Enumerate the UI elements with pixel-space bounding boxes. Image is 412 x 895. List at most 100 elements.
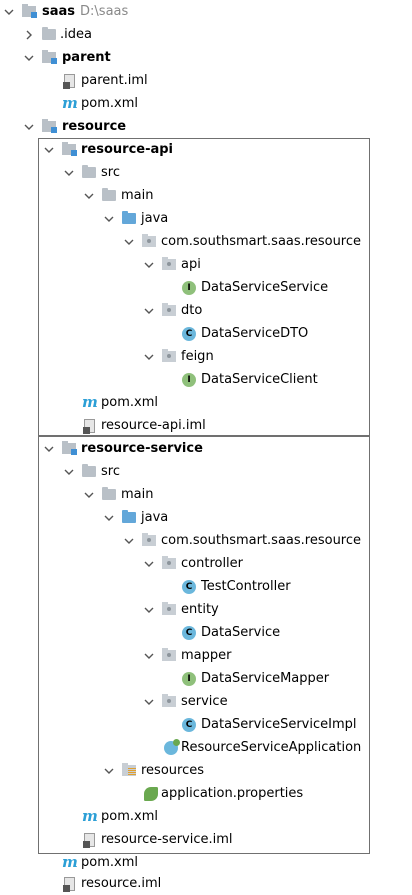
source-folder-icon [122, 510, 136, 523]
package-icon [162, 257, 176, 270]
tree-row-api-src[interactable]: src [0, 161, 412, 184]
tree-row-resource-pom[interactable]: m pom.xml [0, 851, 412, 874]
tree-row-data-service-service[interactable]: I DataServiceService [0, 276, 412, 299]
tree-row-api-java[interactable]: java [0, 207, 412, 230]
resource-pom-label: pom.xml [81, 855, 138, 870]
tree-row-resource-api[interactable]: resource-api [0, 138, 412, 161]
tree-row-service-src[interactable]: src [0, 460, 412, 483]
test-controller-label: TestController [201, 579, 291, 594]
tree-row-api-main[interactable]: main [0, 184, 412, 207]
package-icon [162, 556, 176, 569]
package-icon [162, 349, 176, 362]
source-folder-icon [122, 211, 136, 224]
tree-row-test-controller[interactable]: C TestController [0, 575, 412, 598]
tree-row-service-package[interactable]: com.southsmart.saas.resource [0, 529, 412, 552]
tree-row-service-java[interactable]: java [0, 506, 412, 529]
chevron-right-icon[interactable] [22, 23, 36, 46]
class-icon: C [182, 626, 196, 640]
chevron-down-icon[interactable] [102, 506, 116, 529]
chevron-down-icon[interactable] [62, 161, 76, 184]
iml-file-icon [83, 419, 95, 434]
iml-file-icon [63, 877, 75, 892]
chevron-down-icon[interactable] [62, 460, 76, 483]
tree-row-resource-service[interactable]: resource-service [0, 437, 412, 460]
tree-row-data-service-dto[interactable]: C DataServiceDTO [0, 322, 412, 345]
tree-row-service-main[interactable]: main [0, 483, 412, 506]
chevron-down-icon[interactable] [102, 207, 116, 230]
chevron-down-icon[interactable] [102, 759, 116, 782]
tree-row-api-feign[interactable]: feign [0, 345, 412, 368]
service-package-label: service [181, 694, 228, 709]
chevron-down-icon[interactable] [122, 230, 136, 253]
tree-row-data-service-mapper[interactable]: I DataServiceMapper [0, 667, 412, 690]
package-icon [162, 694, 176, 707]
chevron-down-icon[interactable] [142, 598, 156, 621]
tree-row-application-properties[interactable]: application.properties [0, 782, 412, 805]
tree-row-data-service-client[interactable]: I DataServiceClient [0, 368, 412, 391]
tree-row-api-iml[interactable]: resource-api.iml [0, 414, 412, 437]
data-service-service-label: DataServiceService [201, 280, 329, 295]
tree-row-parent[interactable]: parent [0, 46, 412, 69]
chevron-down-icon[interactable] [142, 644, 156, 667]
spring-properties-icon [144, 787, 158, 801]
resource-api-label: resource-api [81, 142, 174, 157]
tree-row-parent-iml[interactable]: parent.iml [0, 69, 412, 92]
resource-api-box [38, 138, 370, 436]
chevron-down-icon[interactable] [82, 184, 96, 207]
data-service-label: DataService [201, 625, 281, 640]
java-label: java [141, 510, 169, 525]
package-icon [142, 234, 156, 247]
tree-row-idea[interactable]: .idea [0, 23, 412, 46]
tree-row-parent-pom[interactable]: m pom.xml [0, 92, 412, 115]
chevron-down-icon[interactable] [42, 437, 56, 460]
chevron-down-icon[interactable] [142, 345, 156, 368]
chevron-down-icon[interactable] [142, 552, 156, 575]
tree-row-mapper[interactable]: mapper [0, 644, 412, 667]
chevron-down-icon[interactable] [22, 115, 36, 138]
main-label: main [121, 487, 154, 502]
class-icon: C [182, 327, 196, 341]
main-label: main [121, 188, 154, 203]
module-folder-icon [42, 50, 57, 64]
tree-row-resources[interactable]: resources [0, 759, 412, 782]
tree-row-data-service-service-impl[interactable]: C DataServiceServiceImpl [0, 713, 412, 736]
parent-iml-label: parent.iml [81, 73, 148, 88]
project-folder-icon [22, 4, 37, 18]
tree-row-resource[interactable]: resource [0, 115, 412, 138]
chevron-down-icon[interactable] [22, 46, 36, 69]
tree-row-controller[interactable]: controller [0, 552, 412, 575]
service-pom-label: pom.xml [101, 809, 158, 824]
package-icon [162, 648, 176, 661]
spring-boot-application-icon [164, 739, 180, 755]
tree-row-service[interactable]: service [0, 690, 412, 713]
service-iml-label: resource-service.iml [101, 832, 233, 847]
chevron-down-icon[interactable] [142, 253, 156, 276]
tree-row-api-package[interactable]: com.southsmart.saas.resource [0, 230, 412, 253]
folder-icon [102, 188, 116, 201]
maven-icon: m [82, 807, 98, 825]
data-service-dto-label: DataServiceDTO [201, 326, 309, 341]
chevron-down-icon[interactable] [142, 299, 156, 322]
tree-row-entity[interactable]: entity [0, 598, 412, 621]
project-label: saas [42, 4, 76, 19]
chevron-down-icon[interactable] [82, 483, 96, 506]
tree-row-data-service[interactable]: C DataService [0, 621, 412, 644]
iml-file-icon [63, 74, 75, 89]
tree-row-api-pom[interactable]: m pom.xml [0, 391, 412, 414]
chevron-down-icon[interactable] [42, 138, 56, 161]
tree-row-resource-iml[interactable]: resource.iml [0, 872, 412, 895]
tree-row-api-dto[interactable]: dto [0, 299, 412, 322]
folder-icon [82, 165, 96, 178]
iml-file-icon [83, 833, 95, 848]
chevron-down-icon[interactable] [122, 529, 136, 552]
tree-row-api-api[interactable]: api [0, 253, 412, 276]
tree-row-service-pom[interactable]: m pom.xml [0, 805, 412, 828]
mapper-package-label: mapper [181, 648, 232, 663]
chevron-down-icon[interactable] [2, 0, 16, 23]
feign-package-label: feign [181, 349, 214, 364]
package-icon [162, 303, 176, 316]
chevron-down-icon[interactable] [142, 690, 156, 713]
tree-row-service-iml[interactable]: resource-service.iml [0, 828, 412, 851]
tree-row-application[interactable]: ResourceServiceApplication [0, 736, 412, 759]
